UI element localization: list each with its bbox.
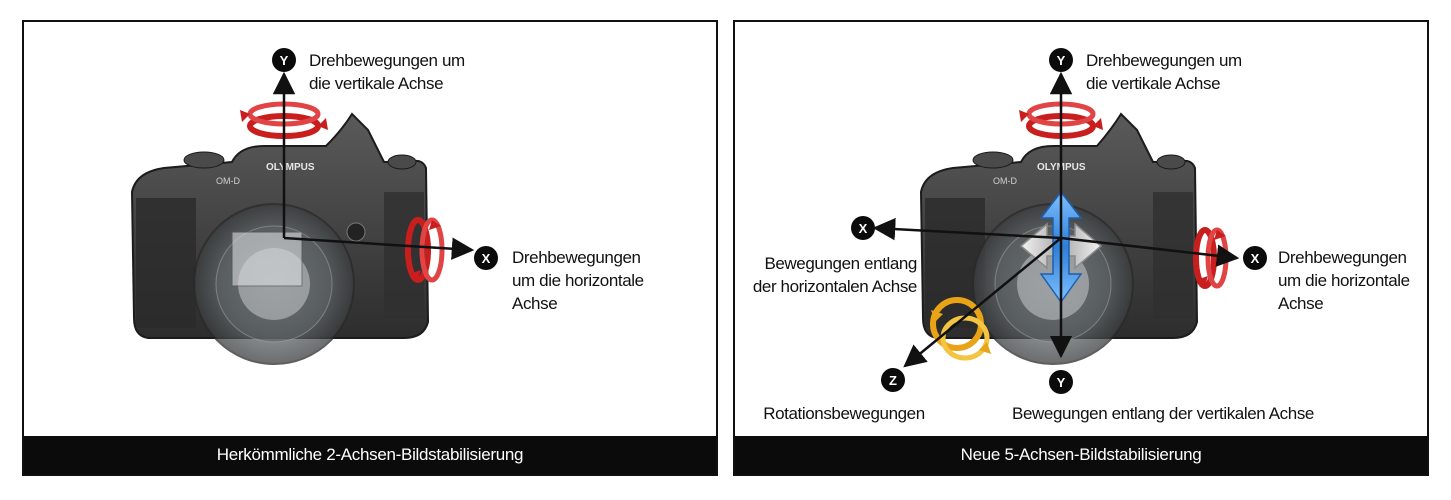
label-x-shift-line2: der horizontalen Achse	[752, 277, 918, 296]
label-x-rotation-line3: Achse	[512, 294, 558, 313]
x-badge-text: X	[482, 251, 491, 266]
label-y-rotation-line1: Drehbewegungen um	[1086, 51, 1242, 70]
label-x-rotation: Drehbewegungen um die horizontale Achse	[1278, 246, 1410, 315]
x-left-axis-badge: X	[851, 216, 875, 240]
y-top-axis-badge: Y	[1049, 48, 1073, 72]
x-right-badge-text: X	[1251, 251, 1260, 266]
label-y-rotation: Drehbewegungen um die vertikale Achse	[1086, 49, 1242, 95]
caption-2-axis: Herkömmliche 2-Achsen-Bildstabilisierung	[24, 436, 716, 474]
rotation-x-icon	[1193, 227, 1229, 289]
label-y-rotation-line1: Drehbewegungen um	[309, 51, 465, 70]
caption-5-axis: Neue 5-Achsen-Bildstabilisierung	[735, 436, 1427, 474]
label-x-shift-line1: Bewegungen entlang	[764, 254, 917, 273]
y-badge-text: Y	[280, 53, 289, 68]
diagram-5-axis: OLYMPUS OM-D	[851, 48, 1267, 394]
z-badge-text: Z	[889, 373, 897, 388]
y-top-badge-text: Y	[1057, 53, 1066, 68]
x-axis-left-arrow	[872, 217, 1062, 241]
y-axis-badge: Y	[272, 48, 296, 72]
rotation-x-icon	[405, 217, 445, 283]
label-y-rotation: Drehbewegungen um die vertikale Achse	[309, 49, 465, 95]
label-y-rotation-line2: die vertikale Achse	[309, 74, 444, 93]
x-right-axis-badge: X	[1243, 246, 1267, 270]
label-x-rotation: Drehbewegungen um die horizontale Achse	[512, 246, 644, 315]
camera-brand-text: OLYMPUS	[266, 162, 315, 173]
label-x-rotation-line1: Drehbewegungen	[1278, 248, 1407, 267]
z-axis-badge: Z	[881, 368, 905, 392]
camera-model-text: OM-D	[216, 176, 240, 186]
label-x-rotation-line3: Achse	[1278, 294, 1324, 313]
x-axis-right-arrow	[1060, 236, 1240, 267]
camera-illustration: OLYMPUS OM-D	[130, 112, 430, 365]
label-x-rotation-line2: um die horizontale	[1278, 271, 1410, 290]
y-bottom-axis-badge: Y	[1049, 370, 1073, 394]
x-axis-arrow	[283, 236, 475, 260]
camera-model-text: OM-D	[993, 176, 1017, 186]
panel-2-axis: OLYMPUS OM-D Y X Drehbe	[22, 20, 718, 476]
label-y-rotation-line2: die vertikale Achse	[1086, 74, 1221, 93]
z-axis-arrow	[903, 237, 1062, 368]
label-y-shift: Bewegungen entlang der vertikalen Achse	[1012, 404, 1314, 423]
x-left-badge-text: X	[859, 221, 868, 236]
x-axis-badge: X	[474, 246, 498, 270]
y-bottom-badge-text: Y	[1057, 375, 1066, 390]
diagram-2-axis: OLYMPUS OM-D Y X	[130, 48, 498, 365]
panel-5-axis: OLYMPUS OM-D	[733, 20, 1429, 476]
label-x-rotation-line2: um die horizontale	[512, 271, 644, 290]
label-z-rotation: Rotationsbewegungen	[763, 404, 925, 423]
label-x-rotation-line1: Drehbewegungen	[512, 248, 641, 267]
label-x-shift: Bewegungen entlang der horizontalen Achs…	[741, 252, 918, 298]
